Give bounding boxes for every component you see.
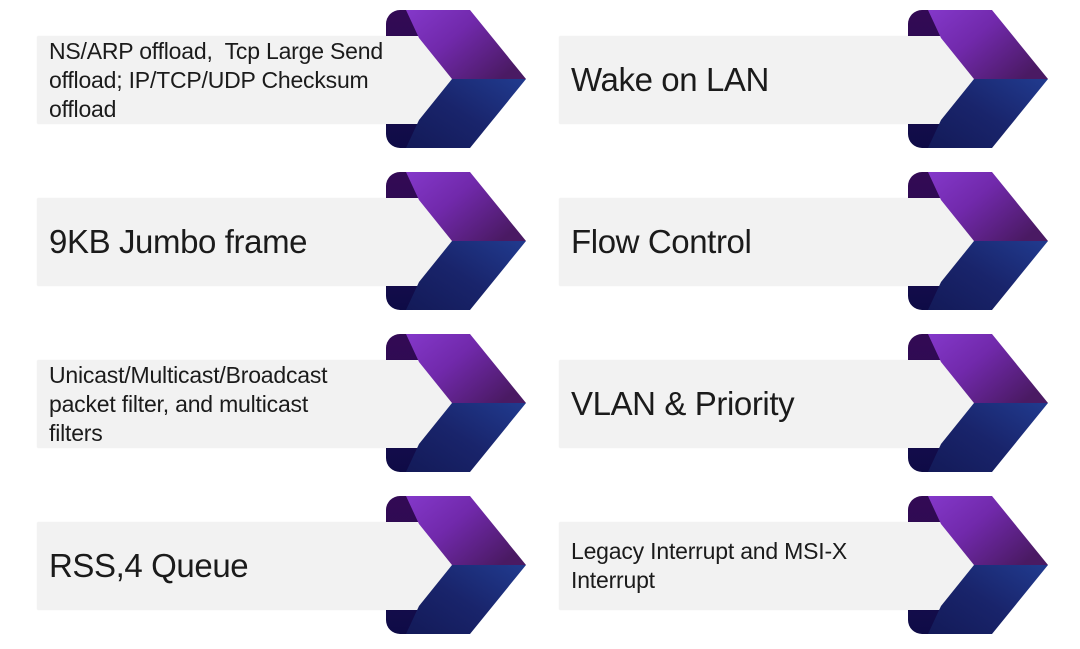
chevron-arrow-icon [928, 496, 1048, 634]
chevron-arrow-icon [928, 334, 1048, 472]
feature-item: VLAN & Priority [559, 334, 1048, 472]
feature-label: Wake on LAN [571, 61, 769, 99]
feature-item: 9KB Jumbo frame [37, 172, 526, 310]
chevron-arrow-icon [406, 172, 526, 310]
feature-label-box: NS/ARP offload, Tcp Large Send offload; … [37, 36, 457, 124]
feature-label: Unicast/Multicast/Broadcast packet filte… [49, 361, 328, 446]
feature-label-box: RSS,4 Queue [37, 522, 457, 610]
feature-label: NS/ARP offload, Tcp Large Send offload; … [49, 37, 383, 122]
chevron-arrow-icon [928, 172, 1048, 310]
feature-item: NS/ARP offload, Tcp Large Send offload; … [37, 10, 526, 148]
feature-item: Wake on LAN [559, 10, 1048, 148]
feature-label: Legacy Interrupt and MSI-X Interrupt [571, 538, 848, 593]
feature-item: Flow Control [559, 172, 1048, 310]
feature-item: RSS,4 Queue [37, 496, 526, 634]
feature-item: Unicast/Multicast/Broadcast packet filte… [37, 334, 526, 472]
feature-label: 9KB Jumbo frame [49, 223, 308, 261]
feature-label-box: Unicast/Multicast/Broadcast packet filte… [37, 360, 457, 448]
chevron-arrow-icon [406, 10, 526, 148]
feature-label-box: 9KB Jumbo frame [37, 198, 457, 286]
chevron-arrow-icon [928, 10, 1048, 148]
feature-item: Legacy Interrupt and MSI-X Interrupt [559, 496, 1048, 634]
feature-label-box: Flow Control [559, 198, 979, 286]
feature-label-box: VLAN & Priority [559, 360, 979, 448]
chevron-arrow-icon [406, 496, 526, 634]
feature-label: Flow Control [571, 223, 752, 261]
feature-label: RSS,4 Queue [49, 547, 249, 585]
chevron-arrow-icon [406, 334, 526, 472]
feature-label-box: Legacy Interrupt and MSI-X Interrupt [559, 522, 979, 610]
feature-label-box: Wake on LAN [559, 36, 979, 124]
feature-label: VLAN & Priority [571, 385, 795, 423]
